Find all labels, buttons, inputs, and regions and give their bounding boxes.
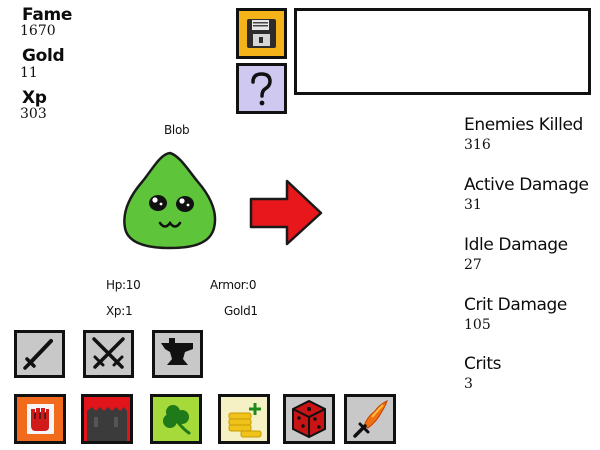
enemies-killed-value: 316 (464, 137, 491, 153)
floppy-disk-icon (247, 19, 276, 48)
flaming-sword-button[interactable] (344, 394, 396, 444)
castle-icon (87, 407, 127, 441)
fist-button[interactable] (14, 394, 66, 444)
xp-value: 303 (20, 106, 47, 122)
monster-xp: Xp:1 (106, 304, 133, 318)
active-damage-value: 31 (464, 197, 482, 213)
gold-coins-icon (228, 403, 262, 438)
xp-label: Xp (22, 88, 47, 108)
clover-icon (163, 405, 191, 435)
fame-value: 1670 (20, 23, 56, 39)
monster-gold: Gold1 (224, 304, 258, 318)
fame-label: Fame (22, 5, 73, 25)
flaming-sword-icon (353, 400, 388, 438)
sword-button[interactable] (14, 330, 65, 378)
monster-name: Blob (164, 123, 190, 137)
idle-damage-value: 27 (464, 257, 482, 273)
dice-button[interactable] (283, 394, 335, 444)
gold-label: Gold (22, 46, 65, 66)
message-box (294, 8, 591, 95)
crit-damage-value: 105 (464, 317, 491, 333)
enemies-killed-label: Enemies Killed (464, 115, 583, 135)
monster-blob[interactable] (122, 150, 218, 250)
castle-button[interactable] (81, 394, 133, 444)
dice-icon (292, 399, 326, 439)
active-damage-label: Active Damage (464, 175, 589, 195)
help-button[interactable] (236, 63, 287, 114)
question-mark-icon (251, 72, 272, 106)
gold-coins-button[interactable] (218, 394, 270, 444)
crossed-swords-icon (92, 337, 125, 369)
gold-value: 11 (20, 65, 38, 81)
crits-label: Crits (464, 354, 502, 374)
blob-monster-image (123, 151, 217, 250)
crits-value: 3 (464, 376, 473, 392)
monster-armor: Armor:0 (210, 278, 257, 292)
crit-damage-label: Crit Damage (464, 295, 567, 315)
fist-icon (27, 404, 54, 434)
anvil-icon (161, 338, 193, 365)
idle-damage-label: Idle Damage (464, 235, 568, 255)
save-button[interactable] (236, 8, 287, 59)
crossed-swords-button[interactable] (83, 330, 134, 378)
next-monster-button[interactable] (248, 178, 324, 247)
monster-hp: Hp:10 (106, 278, 141, 292)
anvil-button[interactable] (152, 330, 203, 378)
sword-icon (23, 339, 53, 370)
red-arrow-icon (249, 179, 323, 246)
clover-button[interactable] (150, 394, 202, 444)
